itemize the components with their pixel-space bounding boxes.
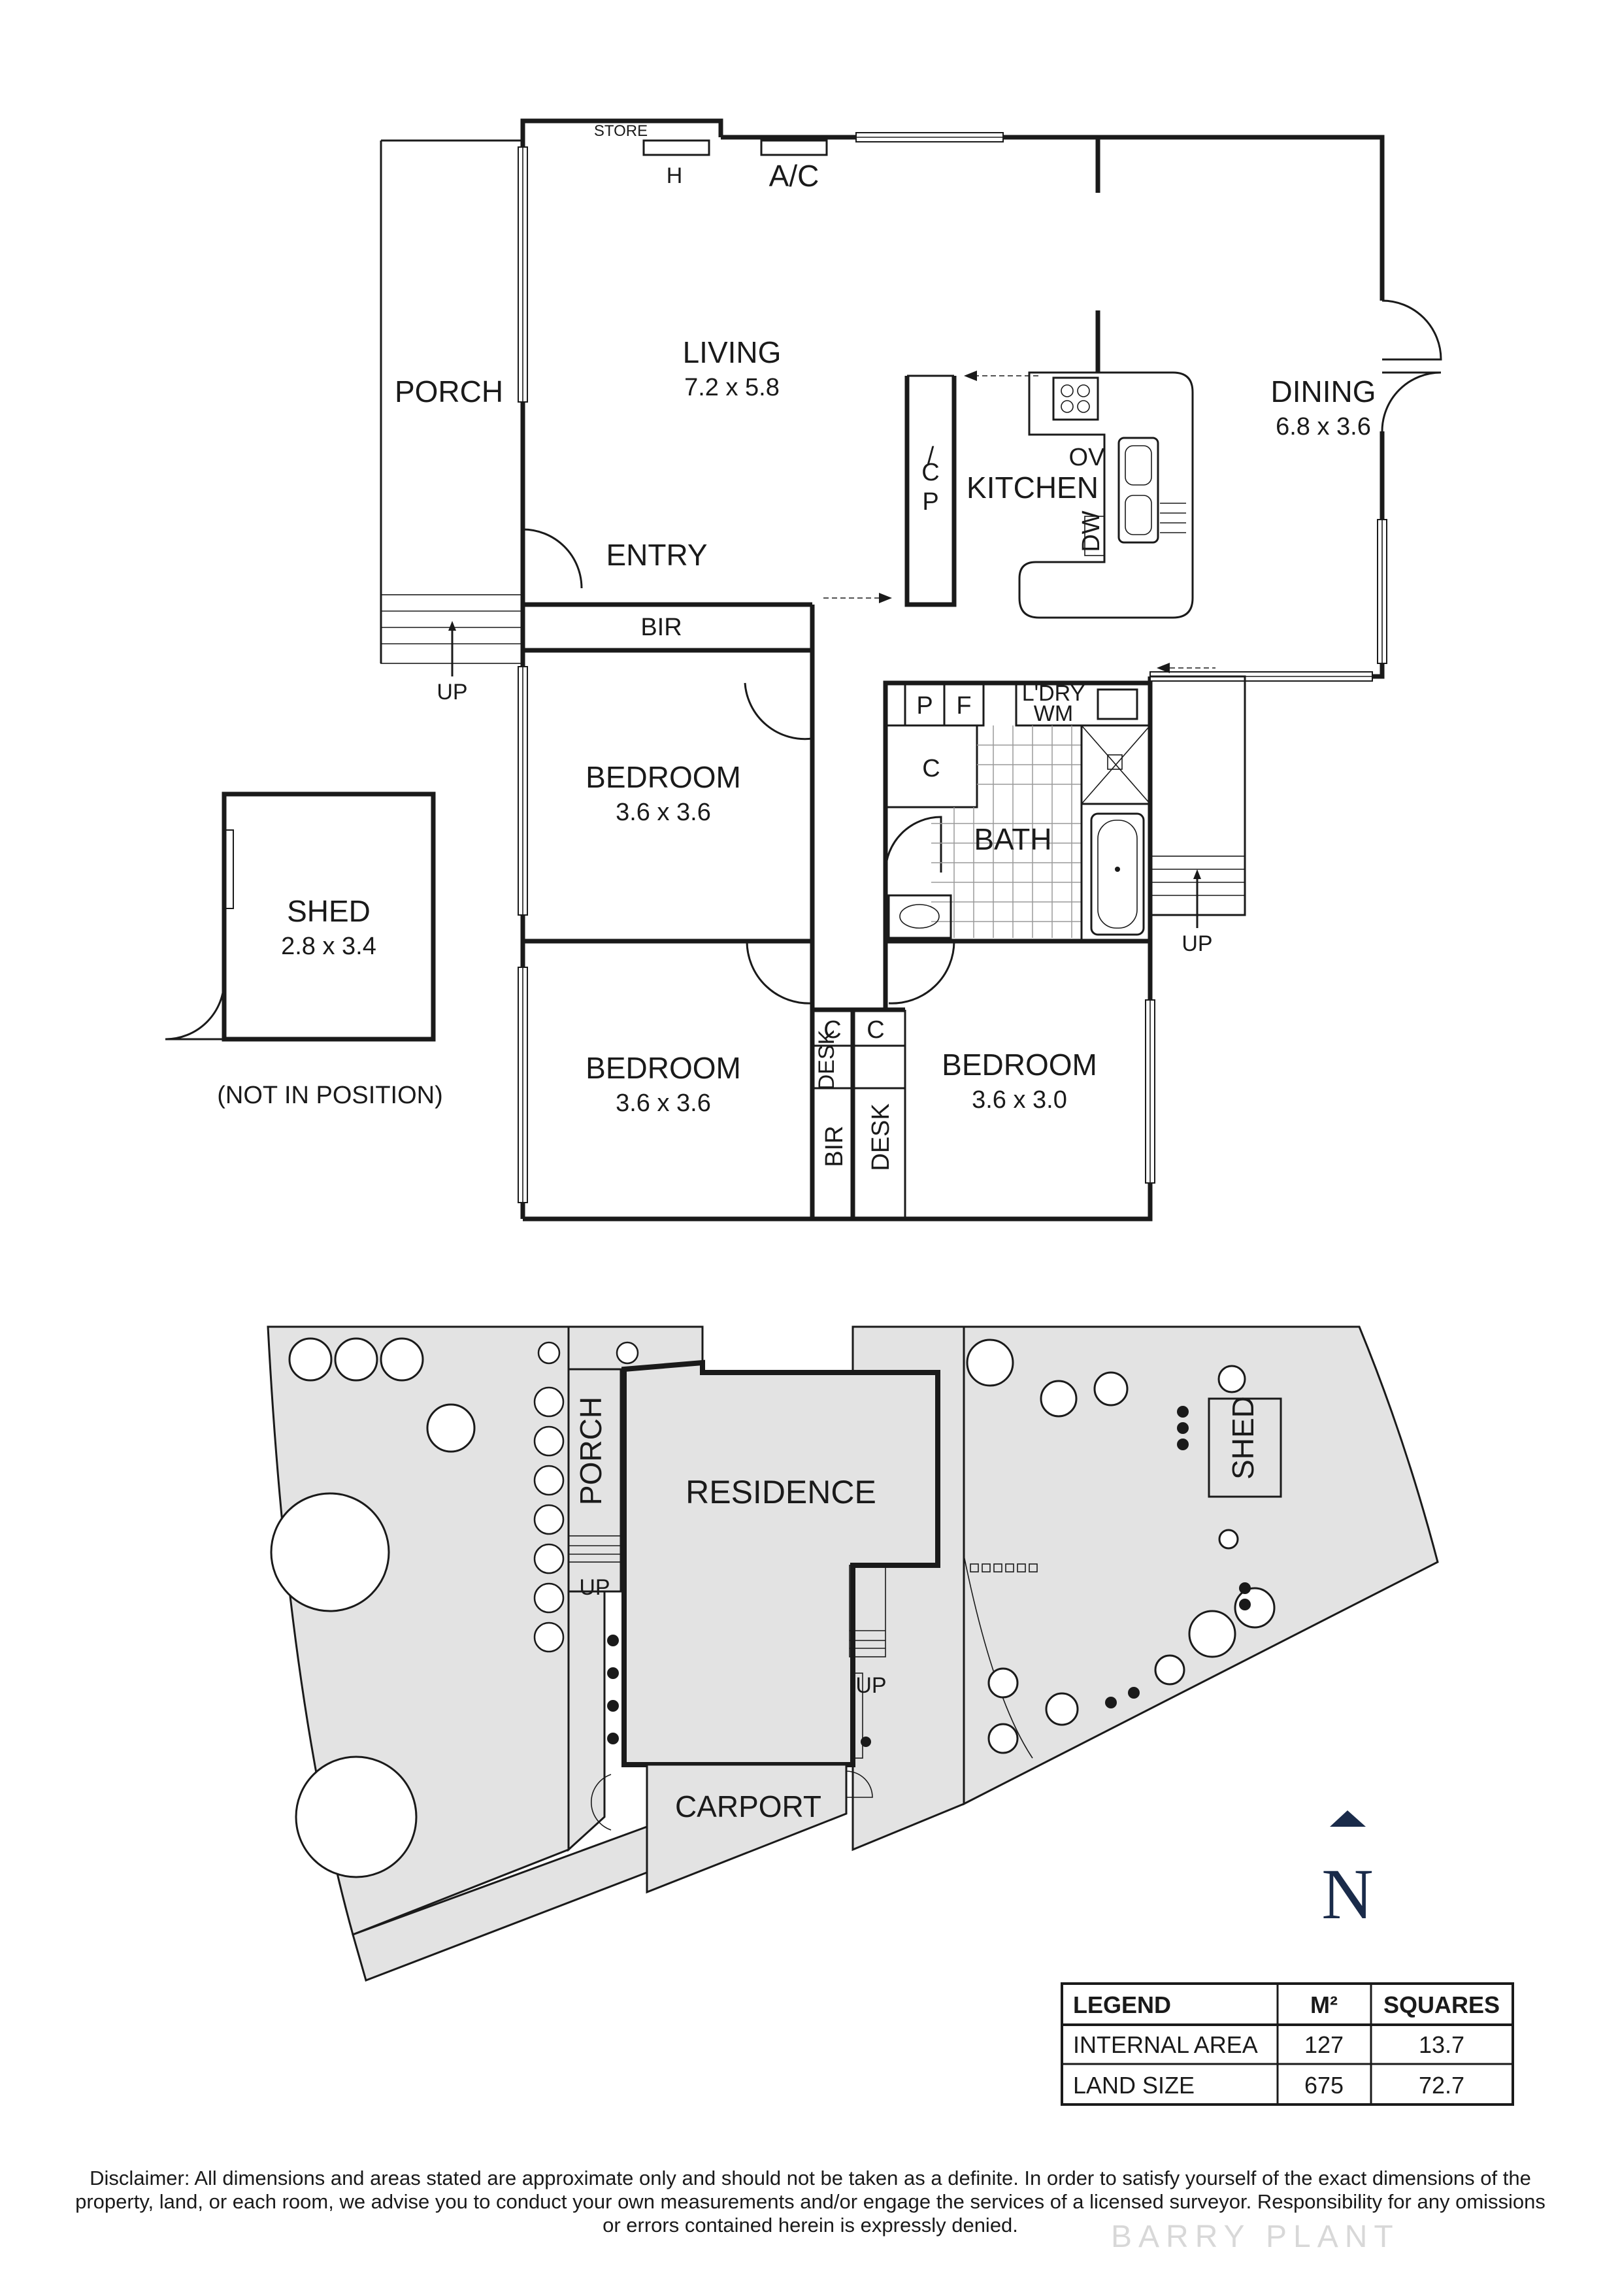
store-label: STORE [594, 122, 648, 140]
porch-label: PORCH [395, 374, 503, 408]
doors [165, 299, 1442, 1040]
kitchen-label: KITCHEN [967, 471, 1099, 505]
up-porch-label: UP [437, 680, 467, 705]
pantry-p-label: P [922, 488, 938, 516]
living-label: LIVING [683, 335, 782, 369]
legend-row-label: LAND SIZE [1073, 2072, 1195, 2099]
land-right [963, 1325, 1439, 1806]
kitchen-bench [1018, 371, 1194, 619]
shed-note: (NOT IN POSITION) [217, 1082, 443, 1109]
bedroom-1-dims: 3.6 x 3.6 [616, 799, 711, 826]
site-shed-label: SHED [1226, 1396, 1260, 1480]
site-residence-label: RESIDENCE [686, 1474, 876, 1510]
bath-label: BATH [974, 822, 1051, 856]
site-shed [1208, 1397, 1282, 1498]
heater-label: H [667, 163, 683, 188]
bedroom-3-dims: 3.6 x 3.0 [972, 1086, 1067, 1114]
legend-row-m2: 675 [1304, 2072, 1344, 2099]
legend-header-squares: SQUARES [1383, 1991, 1500, 2018]
north-label: N [1321, 1854, 1373, 1934]
entry-label: ENTRY [606, 538, 707, 572]
pantry-c-label: C [921, 459, 939, 486]
site-plan: RESIDENCE PORCH CARPORT SHED UP UP N [267, 1325, 1439, 1982]
entry-arrows [823, 371, 1215, 673]
site-up-porch-label: UP [579, 1575, 610, 1600]
p-label: P [916, 692, 933, 720]
trees [270, 1337, 1276, 1878]
fence-posts [970, 1563, 1038, 1572]
laundry-label: L'DRY [1022, 681, 1085, 706]
rear-steps [1149, 675, 1246, 928]
bath-c-label: C [922, 755, 940, 782]
porch-area [380, 139, 523, 676]
bath-tiles [931, 725, 1082, 938]
house-walls [520, 118, 1385, 1222]
legend-row-label: INTERNAL AREA [1073, 2031, 1258, 2058]
bedroom-3-label: BEDROOM [942, 1048, 1097, 1082]
pantry-slash: / [927, 442, 934, 470]
site-labels: RESIDENCE PORCH CARPORT SHED UP UP [574, 1396, 1260, 1823]
fixture-labels: C / P OV DW P F L'DRY WM C C C DESK DESK… [437, 442, 1212, 1171]
bedroom-2-dims: 3.6 x 3.6 [616, 1090, 711, 1117]
shed [222, 791, 436, 1042]
washing-machine-label: WM [1034, 701, 1073, 726]
dishwasher-label: DW [1078, 510, 1105, 552]
oven-label: OV [1069, 444, 1106, 471]
legend-header-label: LEGEND [1073, 1991, 1171, 2018]
windows [223, 132, 1387, 1203]
legend-row-squares: 72.7 [1419, 2072, 1464, 2099]
bir-2-label: BIR [821, 1125, 848, 1167]
f-label: F [956, 692, 971, 720]
ac-label: A/C [769, 159, 819, 193]
legend-table: LEGEND M² SQUARES INTERNAL AREA 127 13.7… [1061, 1982, 1514, 2106]
living-dims: 7.2 x 5.8 [684, 374, 780, 401]
site-porch-label: PORCH [574, 1397, 608, 1505]
watermark-text: BARRY PLANT [1111, 2220, 1400, 2254]
bir-label: BIR [640, 614, 682, 641]
site-carport [646, 1763, 848, 1894]
bedroom-1-label: BEDROOM [586, 760, 741, 794]
room-labels: LIVING 7.2 x 5.8 DINING 6.8 x 3.6 KITCHE… [217, 335, 1376, 1117]
north-arrow-icon [1330, 1810, 1366, 1827]
bath-fixtures [884, 682, 1151, 941]
disclaimer-text: Disclaimer: All dimensions and areas sta… [75, 2167, 1546, 2237]
dining-label: DINING [1271, 374, 1376, 408]
desk-1-label: DESK [814, 1029, 839, 1090]
north-arrow: N [1321, 1810, 1374, 1934]
bed2-c-label: C [823, 1016, 841, 1044]
site-up-rear-label: UP [855, 1673, 886, 1698]
dining-dims: 6.8 x 3.6 [1276, 413, 1371, 441]
shed-label: SHED [287, 894, 371, 928]
floor-plan: STORE H A/C [165, 118, 1442, 1222]
bed3-c-label: C [867, 1016, 884, 1044]
site-carport-label: CARPORT [675, 1789, 821, 1823]
legend-header-m2: M² [1310, 1991, 1338, 2018]
bedroom-2-label: BEDROOM [586, 1051, 741, 1085]
utility-fixtures: STORE H A/C [594, 122, 828, 193]
shed-dims: 2.8 x 3.4 [281, 933, 376, 960]
legend-row-squares: 13.7 [1419, 2031, 1464, 2058]
legend-row-m2: 127 [1304, 2031, 1344, 2058]
up-rear-label: UP [1182, 931, 1212, 956]
desk-2-label: DESK [867, 1103, 895, 1171]
